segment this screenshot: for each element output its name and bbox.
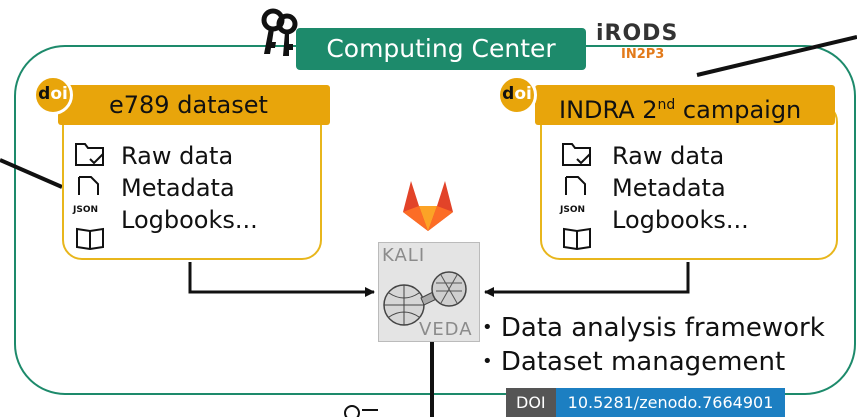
doi-badge-e789: doi <box>33 75 73 115</box>
doi-badge-indra: doi <box>497 75 537 115</box>
file-icon <box>565 176 586 195</box>
doi-logo-text: doi <box>38 84 68 104</box>
book-icon <box>563 227 591 251</box>
gear-icon <box>344 405 378 417</box>
folder-check-icon <box>75 143 104 166</box>
json-label-indra: JSON <box>560 205 586 215</box>
right-dataset-arrow <box>484 262 690 297</box>
dataset-card-e789 <box>62 102 322 260</box>
book-icon <box>76 227 104 251</box>
kaliveda-logo: KALI VEDA <box>378 242 480 342</box>
right-external-line <box>696 35 857 77</box>
in2p3-logo: IN2P3 <box>621 47 665 62</box>
dataset-title-e789: e789 dataset <box>109 91 268 119</box>
dataset-item-logbooks: Logbooks... <box>612 206 749 234</box>
file-icon <box>78 176 99 195</box>
dataset-title-indra: INDRA 2nd campaign <box>559 96 802 124</box>
folder-check-icon <box>562 143 591 166</box>
kaliveda-sphere-icon <box>383 271 467 326</box>
dataset-item-raw-data: Raw data <box>612 142 725 170</box>
dataset-item-metadata: Metadata <box>612 174 726 202</box>
keys-icon <box>261 8 298 56</box>
left-external-line <box>0 158 63 189</box>
dataset-item-logbooks: Logbooks... <box>121 206 258 234</box>
zenodo-doi-label: DOI <box>506 388 556 417</box>
dataset-item-raw-data: Raw data <box>121 142 234 170</box>
dataset-item-metadata: Metadata <box>121 174 235 202</box>
kaliveda-logo-top: KALI <box>382 245 426 266</box>
zenodo-doi-value: 10.5281/zenodo.7664901 <box>555 388 786 417</box>
dataset-icons-e789 <box>75 143 104 251</box>
dataset-icons-indra <box>562 143 591 251</box>
gitlab-icon <box>403 181 453 231</box>
json-label-e789: JSON <box>73 205 99 215</box>
dataset-header-e789: e789 dataset <box>58 85 330 125</box>
feature-dataset-management: • Dataset management <box>482 347 786 377</box>
computing-center-title: Computing Center <box>296 28 586 70</box>
doi-logo-text: doi <box>502 84 532 104</box>
feature-data-analysis: • Data analysis framework <box>482 313 825 343</box>
kaliveda-logo-bottom: VEDA <box>419 319 473 340</box>
left-dataset-arrow <box>188 262 375 297</box>
irods-logo: iRODS <box>596 21 679 46</box>
dataset-header-indra: INDRA 2nd campaign <box>535 85 835 125</box>
